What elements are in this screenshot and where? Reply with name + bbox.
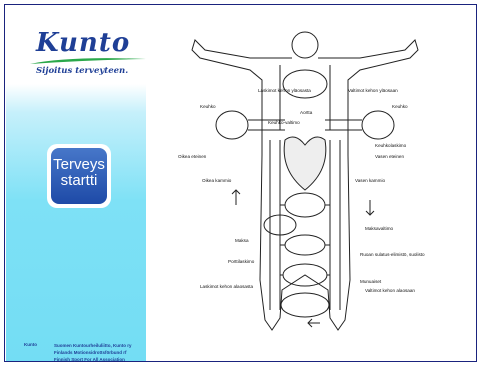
pulmonary-vessels — [248, 120, 362, 130]
artery-trunk — [330, 140, 340, 310]
kunto-logo: Kunto — [36, 28, 130, 58]
head — [292, 32, 318, 58]
upper-capillaries — [283, 70, 327, 98]
vein-trunk — [270, 140, 280, 310]
terveysstartti-badge: Terveys startti — [47, 144, 111, 208]
badge-line-1: Terveys — [51, 157, 107, 172]
label-lower-left: Laskimot kehon alaosasta — [200, 284, 254, 289]
label-lower-right: Valtimot kehon alaosaan — [365, 288, 415, 293]
left-panel: Kunto Sijoitus terveyteen. Terveys start… — [6, 6, 146, 361]
heart — [284, 137, 326, 190]
liver-capillaries — [285, 193, 325, 217]
footer-line-3: Finnish Sport For All Association — [54, 356, 132, 363]
label-maksavaltimo: Maksavaltimo — [365, 226, 394, 231]
footer-line-2: Finlands Motionsidrottsförbund rf — [54, 349, 132, 356]
label-keuhko-left: Keuhko — [200, 104, 216, 109]
label-keuhkolaskimo: Keuhkolaskimo — [375, 143, 407, 148]
label-keuhko-right: Keuhko — [392, 104, 408, 109]
arrow-left-icon — [308, 319, 320, 327]
tagline: Sijoitus terveyteen. — [36, 66, 128, 76]
label-vasen-kammio: Vasen kammio — [355, 178, 385, 183]
label-upper-left: Laskimot kehon yläosasta — [258, 88, 311, 93]
label-keuhkovaltimo: Keuhko-valtimo — [268, 120, 300, 125]
lower-capillaries — [281, 293, 329, 317]
label-oikea-eteinen: Oikea eteinen — [178, 154, 207, 159]
left-lung — [216, 111, 248, 139]
label-munuaiset: Munuaiset — [360, 279, 382, 284]
right-lung — [362, 111, 394, 139]
footer-organization: Suomen Kuntourheiluliitto, Kunto ry Finl… — [54, 342, 132, 363]
label-vasen-eteinen: Vasen eteinen — [375, 154, 404, 159]
arrow-down-icon — [366, 200, 374, 215]
label-maksa: Maksa — [235, 238, 249, 243]
footer-line-1: Suomen Kuntourheiluliitto, Kunto ry — [54, 342, 132, 349]
footer-brand: Kunto — [24, 342, 37, 347]
badge-line-2: startti — [51, 173, 107, 188]
circulation-diagram: Laskimot kehon yläosasta Valtimot kehon … — [170, 20, 460, 340]
label-ruuansulatus: Ruoan sulatus-elimistö, suolisto — [360, 252, 425, 257]
label-porttilaskimo: Porttilaskimo — [228, 259, 255, 264]
arrow-up-icon — [232, 190, 240, 205]
label-oikea-kammio: Oikea kammio — [202, 178, 232, 183]
label-aorta: Aortta — [300, 110, 313, 115]
intestine-capillaries — [285, 235, 325, 255]
swoosh-icon — [28, 56, 148, 66]
label-upper-right: Valtimot kehon yläosaan — [348, 88, 398, 93]
